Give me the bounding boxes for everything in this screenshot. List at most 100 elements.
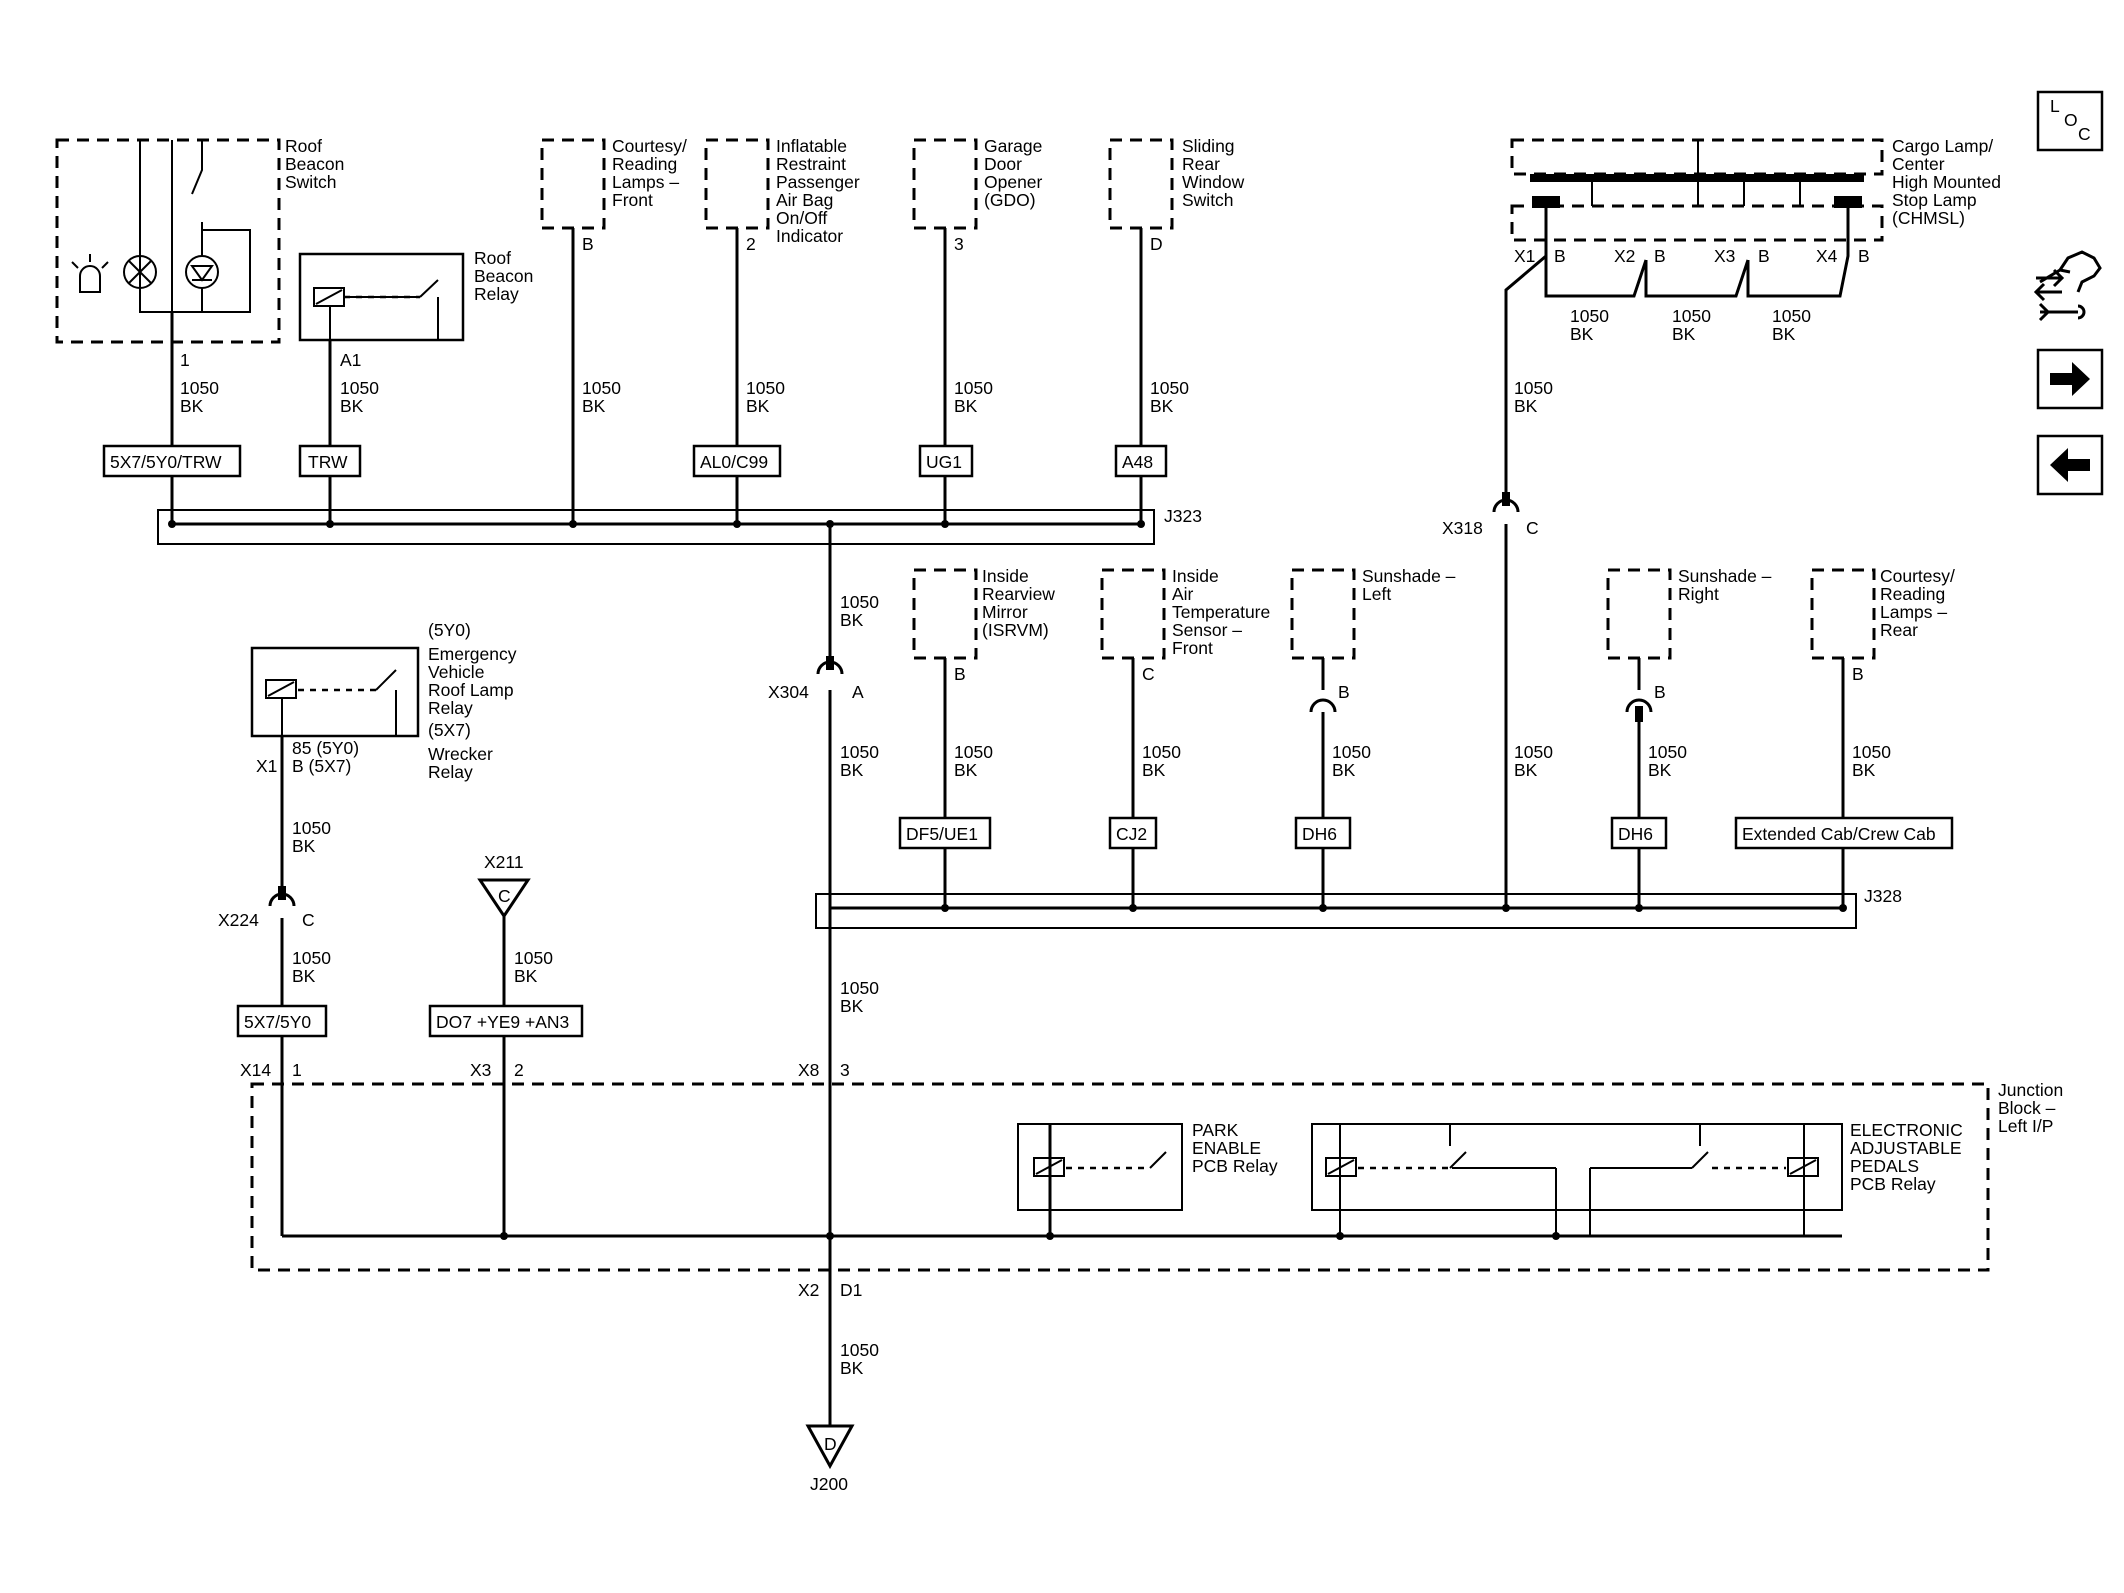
pin-sunshade-left: B <box>1338 682 1350 702</box>
connector-sunshade-left <box>1309 698 1337 713</box>
connector-x224-pin: C <box>302 910 315 930</box>
option-label-11: 5X7/5Y0 <box>244 1012 311 1032</box>
garage-door-opener-label: Garage Door Opener (GDO) <box>984 136 1047 210</box>
option-box-1 <box>102 444 242 478</box>
forward-arrow-button[interactable] <box>2036 348 2104 410</box>
cargo-pin-b1: B <box>1554 246 1566 266</box>
ground-j200-label: J200 <box>810 1474 848 1494</box>
option-box-9 <box>1610 816 1668 850</box>
connector-sunshade-right <box>1625 698 1653 713</box>
option-label-1: 5X7/5Y0/TRW <box>110 452 222 472</box>
right-arrow-icon <box>2050 362 2090 396</box>
ground-triangle-d-letter: D <box>824 1434 837 1454</box>
connector-x8-label: X8 <box>798 1060 819 1080</box>
roof-beacon-switch <box>55 138 281 344</box>
pin-gdo: 3 <box>954 234 964 254</box>
pin-roof-relay: A1 <box>340 350 361 370</box>
connector-x1-label: X1 <box>256 756 277 776</box>
connector-x3-label: X3 <box>470 1060 491 1080</box>
option-label-6: DF5/UE1 <box>906 824 978 844</box>
pin-courtesy-rear: B <box>1852 664 1864 684</box>
splice-j323-label: J323 <box>1164 506 1202 526</box>
connector-x211-label: X211 <box>484 852 524 872</box>
option-box-5 <box>1114 444 1168 478</box>
splice-j323 <box>157 509 1155 545</box>
sliding-rear-window-switch-label: Sliding Rear Window Switch <box>1182 136 1249 210</box>
connector-x318-label: X318 <box>1442 518 1483 538</box>
cargo-pin-b2: B <box>1654 246 1666 266</box>
connector-x318-pin: C <box>1526 518 1539 538</box>
garage-door-opener <box>912 138 978 230</box>
option-box-2 <box>298 444 362 478</box>
option-label-10: Extended Cab/Crew Cab <box>1742 824 1936 844</box>
pin-air-temp: C <box>1142 664 1155 684</box>
option-label-2: TRW <box>308 452 348 472</box>
wrench-car-icon[interactable] <box>2033 250 2102 322</box>
connector-x2-label: X2 <box>798 1280 819 1300</box>
location-letter-c: C <box>2078 124 2091 144</box>
location-button[interactable]: L O C <box>2036 90 2104 152</box>
option-box-3 <box>692 444 782 478</box>
air-temperature-sensor-label: Inside Air Temperature Sensor – Front <box>1172 566 1275 658</box>
left-arrow-icon <box>2050 448 2090 482</box>
option-box-10 <box>1734 816 1954 850</box>
ev-pin-b: B (5X7) <box>292 756 351 776</box>
cargo-lamp-chmsl-label: Cargo Lamp/ Center High Mounted Stop Lam… <box>1892 136 2006 228</box>
location-letter-o: O <box>2064 110 2078 130</box>
back-arrow-button[interactable] <box>2036 434 2104 496</box>
pin-isrvm: B <box>954 664 966 684</box>
connector-x8-pin: 3 <box>840 1060 850 1080</box>
option-label-3: AL0/C99 <box>700 452 768 472</box>
option-box-11 <box>236 1004 328 1038</box>
connector-x2-pin: D1 <box>840 1280 862 1300</box>
connector-x304-label: X304 <box>768 682 809 702</box>
courtesy-lamps-rear-label: Courtesy/ Reading Lamps – Rear <box>1880 566 1960 640</box>
courtesy-lamps-front <box>540 138 606 230</box>
sliding-rear-window-switch <box>1108 138 1174 230</box>
sunshade-left <box>1290 568 1356 660</box>
airbag-indicator <box>704 138 770 230</box>
connector-x224-label: X224 <box>218 910 259 930</box>
splice-j328 <box>815 893 1857 929</box>
adjustable-pedals-relay-label: ELECTRONIC ADJUSTABLE PEDALS PCB Relay <box>1850 1120 1968 1194</box>
air-temperature-sensor <box>1100 568 1166 660</box>
sunshade-right <box>1606 568 1672 660</box>
connector-x318 <box>1492 492 1520 513</box>
connector-x304-pin: A <box>852 682 864 702</box>
cargo-pin-x4: X4 <box>1816 246 1838 266</box>
roof-beacon-relay <box>298 252 465 342</box>
junction-block-label: Junction Block – Left I/P <box>1998 1080 2068 1136</box>
courtesy-lamps-rear <box>1810 568 1876 660</box>
emergency-vehicle-relay-5y0: (5Y0) <box>428 620 471 640</box>
emergency-vehicle-relay-label: Emergency Vehicle Roof Lamp Relay <box>428 644 521 718</box>
courtesy-lamps-front-label: Courtesy/ Reading Lamps – Front <box>612 136 692 210</box>
splice-j328-label: J328 <box>1864 886 1902 906</box>
pin-courtesy-front: B <box>582 234 594 254</box>
ground-triangle-d <box>805 1424 855 1470</box>
pin-roof-switch: 1 <box>180 350 190 370</box>
cargo-pin-x1: X1 <box>1514 246 1535 266</box>
option-label-4: UG1 <box>926 452 962 472</box>
pin-sunshade-right: B <box>1654 682 1666 702</box>
connector-x3-pin: 2 <box>514 1060 524 1080</box>
pin-sliding-window: D <box>1150 234 1163 254</box>
airbag-indicator-label: Inflatable Restraint Passenger Air Bag O… <box>776 136 865 246</box>
emergency-vehicle-relay <box>250 646 420 738</box>
option-box-8 <box>1294 816 1352 850</box>
